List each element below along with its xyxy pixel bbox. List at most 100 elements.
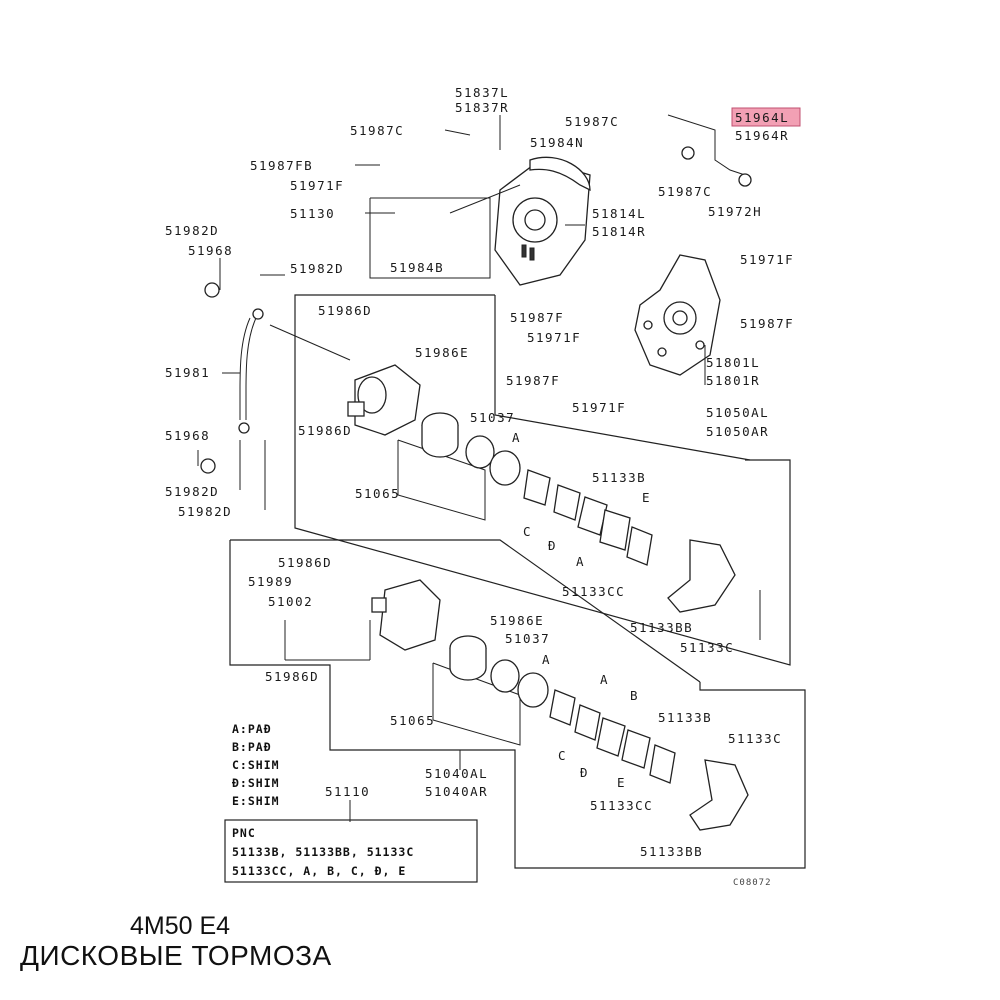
label-51987F-b: 51987F [510, 310, 564, 325]
pnc-box [224, 819, 478, 883]
front-support-51050 [667, 539, 736, 613]
label-51133B-b: 51133B [658, 710, 712, 725]
brake-line-51964 [667, 114, 752, 187]
label-51133BB-a: 51133BB [630, 620, 693, 635]
label-51040AL: 51040AL [425, 766, 488, 781]
label-51964L: 51964L [735, 110, 789, 125]
leader-lines [197, 115, 761, 822]
legend-item-a: A:PAĐ [232, 722, 272, 736]
label-51987C-a: 51987C [350, 123, 404, 138]
label-51986D-d: 51986D [265, 669, 319, 684]
rear-caliper-box-top [230, 539, 701, 683]
callout-c-1: C [523, 524, 532, 539]
label-51982D-a: 51982D [165, 223, 219, 238]
bracket-box-51130 [369, 197, 491, 279]
label-51982D-d: 51982D [178, 504, 232, 519]
label-51968-b: 51968 [165, 428, 210, 443]
pad-kit-box-b [432, 662, 521, 746]
label-51987FB: 51987FB [250, 158, 313, 173]
front-caliper-assembly-outline [294, 294, 791, 666]
label-51133CC-a: 51133CC [562, 584, 625, 599]
label-51984N: 51984N [530, 135, 584, 150]
pad-kit-box-a [397, 439, 486, 521]
label-51964R: 51964R [735, 128, 789, 143]
label-51050AR: 51050AR [706, 424, 769, 439]
label-51972H: 51972H [708, 204, 762, 219]
label-51801R: 51801R [706, 373, 760, 388]
callout-c-2: C [558, 748, 567, 763]
label-51986D-a: 51986D [318, 303, 372, 318]
label-51989: 51989 [248, 574, 293, 589]
label-51814L: 51814L [592, 206, 646, 221]
rear-piston-51037 [449, 635, 549, 708]
label-51133B-a: 51133B [592, 470, 646, 485]
legend-item-b: B:PAĐ [232, 740, 272, 754]
label-51065-a: 51065 [355, 486, 400, 501]
label-51968-a: 51968 [188, 243, 233, 258]
label-51987C-c: 51987C [658, 184, 712, 199]
callout-e-2: E [617, 775, 626, 790]
legend-item-d: Đ:SHIM [232, 776, 280, 790]
label-51986E-b: 51986E [490, 613, 544, 628]
label-51130: 51130 [290, 206, 335, 221]
highlight-51964L [731, 107, 801, 127]
callout-d-2: Đ [580, 765, 589, 780]
legend-item-c: C:SHIM [232, 758, 280, 772]
label-51037-a: 51037 [470, 410, 515, 425]
label-51982D-c: 51982D [165, 484, 219, 499]
caliper-bracket-51801 [634, 254, 721, 376]
label-51040AR: 51040AR [425, 784, 488, 799]
brake-hose-51981 [200, 282, 264, 474]
front-pads-shims [523, 469, 653, 566]
callout-d-1: Đ [548, 538, 557, 553]
callout-a-3: A [542, 652, 551, 667]
callout-a-2: A [576, 554, 585, 569]
model-caption: 4M50 E4 [130, 912, 231, 940]
label-51801L: 51801L [706, 355, 760, 370]
callout-a-4: A [600, 672, 609, 687]
label-51981: 51981 [165, 365, 210, 380]
label-51986D-c: 51986D [278, 555, 332, 570]
label-51971F-c: 51971F [527, 330, 581, 345]
label-51987C-b: 51987C [565, 114, 619, 129]
callout-e-1: E [642, 490, 651, 505]
label-51986E-a: 51986E [415, 345, 469, 360]
callout-b-1: B [630, 688, 639, 703]
callout-a-1: A [512, 430, 521, 445]
label-51987F-c: 51987F [506, 373, 560, 388]
label-51002: 51002 [268, 594, 313, 609]
rear-caliper-body [371, 579, 441, 651]
label-51971F-a: 51971F [290, 178, 344, 193]
legend-item-e: E:SHIM [232, 794, 280, 808]
label-51814R: 51814R [592, 224, 646, 239]
label-51133C-a: 51133C [680, 640, 734, 655]
label-51987F-a: 51987F [740, 316, 794, 331]
diagram-title: ДИСКОВЫЕ ТОРМОЗА [20, 940, 332, 971]
rear-caliper-assembly-outline [229, 540, 806, 869]
label-51110: 51110 [325, 784, 370, 799]
pnc-line-2: 51133CC, A, B, C, Đ, E [232, 864, 406, 878]
front-caliper-body [347, 364, 421, 436]
figure-code: C08072 [733, 878, 772, 888]
label-51971F-b: 51971F [740, 252, 794, 267]
label-51971F-d: 51971F [572, 400, 626, 415]
label-51133C-b: 51133C [728, 731, 782, 746]
pnc-line-1: 51133B, 51133BB, 51133C [232, 845, 414, 859]
pnc-title: PNC [232, 826, 256, 840]
label-51837L: 51837L [455, 85, 509, 100]
label-51065-b: 51065 [390, 713, 435, 728]
label-51037-b: 51037 [505, 631, 550, 646]
front-piston-51037 [421, 412, 521, 486]
label-51982D-b: 51982D [290, 261, 344, 276]
label-51133BB-b: 51133BB [640, 844, 703, 859]
label-51984B: 51984B [390, 260, 444, 275]
label-51050AL: 51050AL [706, 405, 769, 420]
rear-pads-shims [549, 689, 676, 784]
label-51837R: 51837R [455, 100, 509, 115]
dust-shield-51814 [494, 156, 591, 286]
label-51986D-b: 51986D [298, 423, 352, 438]
front-caliper-box-top [494, 295, 751, 461]
label-51133CC-b: 51133CC [590, 798, 653, 813]
rear-support-51040 [689, 759, 749, 831]
